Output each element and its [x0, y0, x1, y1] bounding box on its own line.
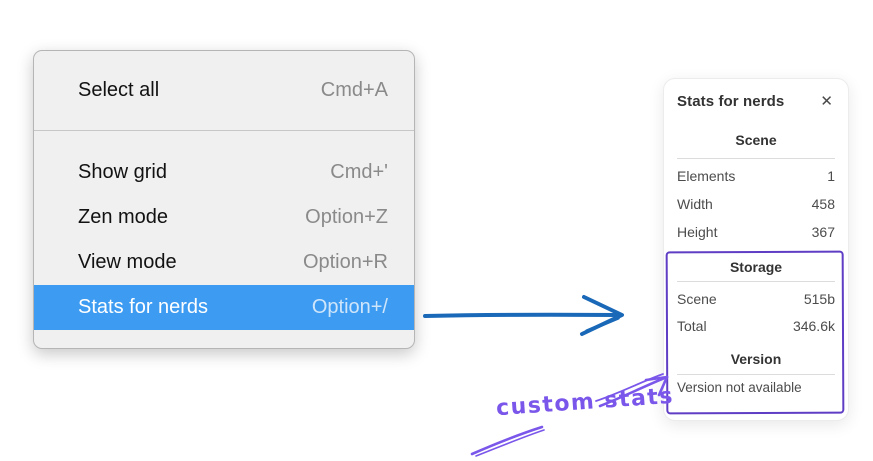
stat-label: Elements — [677, 168, 736, 184]
menu-item-stats-for-nerds[interactable]: Stats for nerds Option+/ — [34, 285, 414, 330]
blue-arrow-annotation — [423, 295, 624, 336]
stat-value: 1 — [827, 168, 835, 184]
context-menu: Select all Cmd+A Show grid Cmd+' Zen mod… — [33, 50, 415, 349]
section-divider — [677, 281, 835, 282]
menu-item-label: Show grid — [78, 161, 167, 183]
menu-item-label: View mode — [78, 251, 177, 273]
section-divider — [677, 158, 835, 159]
menu-item-shortcut: Option+/ — [311, 296, 388, 318]
menu-item-view-mode[interactable]: View mode Option+R — [34, 240, 414, 285]
stat-row: Width 458 — [677, 190, 835, 218]
stat-row: Elements 1 — [677, 162, 835, 190]
stats-panel-header: Stats for nerds ✕ — [677, 91, 835, 111]
stat-row: Total 346.6k — [677, 312, 835, 339]
menu-item-shortcut: Option+Z — [305, 206, 388, 228]
menu-item-label: Select all — [78, 79, 160, 101]
section-header-scene: Scene — [735, 132, 777, 148]
stat-label: Height — [677, 224, 718, 240]
menu-item-shortcut: Cmd+' — [330, 161, 388, 183]
menu-item-select-all[interactable]: Select all Cmd+A — [34, 68, 414, 113]
stats-panel-title: Stats for nerds — [677, 92, 785, 110]
scene-rows: Elements 1 Width 458 Height 367 — [677, 162, 835, 246]
storage-rows: Scene 515b Total 346.6k — [677, 285, 835, 339]
menu-item-shortcut: Cmd+A — [320, 79, 388, 101]
stat-value: 346.6k — [792, 317, 835, 334]
close-button[interactable]: ✕ — [818, 92, 835, 111]
stat-row: Height 367 — [677, 218, 835, 246]
menu-divider — [34, 130, 414, 131]
menu-item-label: Stats for nerds — [78, 296, 209, 318]
stat-value: 515b — [803, 290, 835, 307]
custom-stats-label: custom stats — [495, 383, 675, 422]
section-divider — [677, 374, 835, 375]
close-icon: ✕ — [820, 92, 833, 110]
menu-item-label: Zen mode — [78, 206, 169, 228]
menu-item-zen-mode[interactable]: Zen mode Option+Z — [34, 195, 414, 240]
section-header-version: Version — [730, 351, 782, 367]
stat-label: Scene — [677, 290, 717, 307]
stats-panel: Stats for nerds ✕ Scene Elements 1 Width… — [663, 78, 849, 421]
stat-value: 367 — [811, 224, 835, 240]
stat-value: 458 — [811, 196, 835, 212]
menu-item-shortcut: Option+R — [302, 251, 388, 273]
stat-label: Total — [677, 317, 707, 334]
menu-item-show-grid[interactable]: Show grid Cmd+' — [34, 150, 414, 195]
stat-row: Scene 515b — [677, 285, 835, 312]
menu-section-bottom: Show grid Cmd+' Zen mode Option+Z View m… — [34, 131, 414, 348]
menu-section-top: Select all Cmd+A — [34, 51, 414, 130]
stat-label: Width — [677, 196, 713, 212]
version-note: Version not available — [677, 380, 802, 395]
section-header-storage: Storage — [729, 259, 783, 275]
